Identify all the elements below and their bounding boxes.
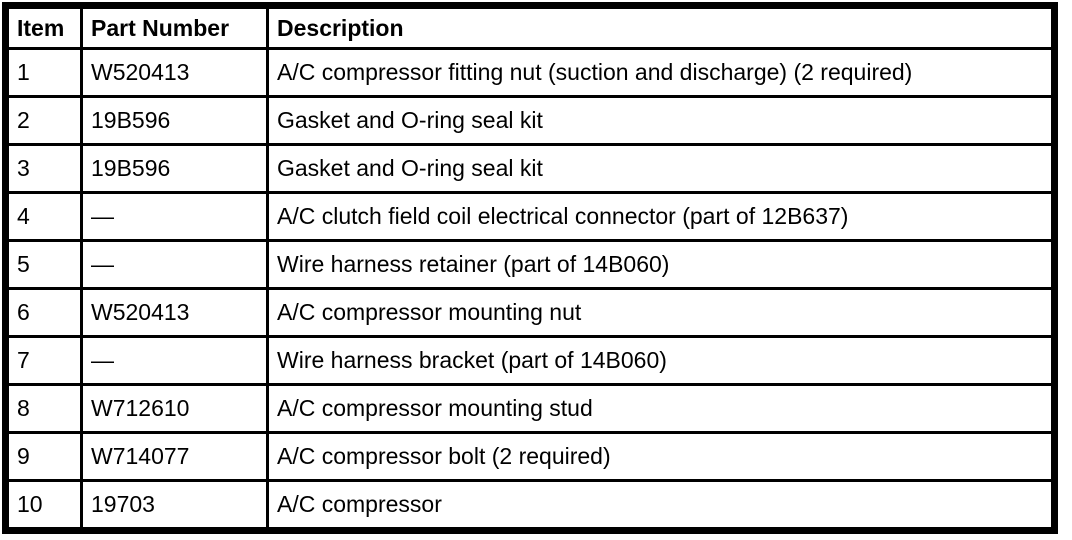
- description-cell: A/C compressor mounting nut: [266, 287, 1056, 338]
- table-row: 4 — A/C clutch field coil electrical con…: [4, 191, 1056, 242]
- part-number-cell: 19B596: [80, 95, 269, 146]
- item-cell: 9: [4, 431, 83, 482]
- table-row: 9 W714077 A/C compressor bolt (2 require…: [4, 431, 1056, 482]
- description-cell: Wire harness retainer (part of 14B060): [266, 239, 1056, 290]
- description-cell: A/C compressor fitting nut (suction and …: [266, 47, 1056, 98]
- table-row: 2 19B596 Gasket and O-ring seal kit: [4, 95, 1056, 146]
- description-cell: Gasket and O-ring seal kit: [266, 143, 1056, 194]
- column-header-item: Item: [4, 4, 83, 50]
- table-row: 1 W520413 A/C compressor fitting nut (su…: [4, 47, 1056, 98]
- table-row: 8 W712610 A/C compressor mounting stud: [4, 383, 1056, 434]
- table-row: 10 19703 A/C compressor: [4, 479, 1056, 532]
- item-cell: 10: [4, 479, 83, 532]
- description-cell: Gasket and O-ring seal kit: [266, 95, 1056, 146]
- column-header-description: Description: [266, 4, 1056, 50]
- part-number-cell: W520413: [80, 47, 269, 98]
- table-row: 5 — Wire harness retainer (part of 14B06…: [4, 239, 1056, 290]
- description-cell: A/C clutch field coil electrical connect…: [266, 191, 1056, 242]
- part-number-cell: W712610: [80, 383, 269, 434]
- item-cell: 5: [4, 239, 83, 290]
- parts-table: Item Part Number Description 1 W520413 A…: [2, 2, 1058, 534]
- part-number-cell: —: [80, 191, 269, 242]
- table-row: 7 — Wire harness bracket (part of 14B060…: [4, 335, 1056, 386]
- table-header-row: Item Part Number Description: [4, 4, 1056, 50]
- item-cell: 2: [4, 95, 83, 146]
- item-cell: 1: [4, 47, 83, 98]
- item-cell: 4: [4, 191, 83, 242]
- part-number-cell: —: [80, 335, 269, 386]
- column-header-part-number: Part Number: [80, 4, 269, 50]
- item-cell: 8: [4, 383, 83, 434]
- part-number-cell: W714077: [80, 431, 269, 482]
- part-number-cell: 19703: [80, 479, 269, 532]
- description-cell: Wire harness bracket (part of 14B060): [266, 335, 1056, 386]
- part-number-cell: W520413: [80, 287, 269, 338]
- item-cell: 6: [4, 287, 83, 338]
- item-cell: 3: [4, 143, 83, 194]
- item-cell: 7: [4, 335, 83, 386]
- table-row: 3 19B596 Gasket and O-ring seal kit: [4, 143, 1056, 194]
- description-cell: A/C compressor bolt (2 required): [266, 431, 1056, 482]
- description-cell: A/C compressor mounting stud: [266, 383, 1056, 434]
- description-cell: A/C compressor: [266, 479, 1056, 532]
- part-number-cell: —: [80, 239, 269, 290]
- table-row: 6 W520413 A/C compressor mounting nut: [4, 287, 1056, 338]
- part-number-cell: 19B596: [80, 143, 269, 194]
